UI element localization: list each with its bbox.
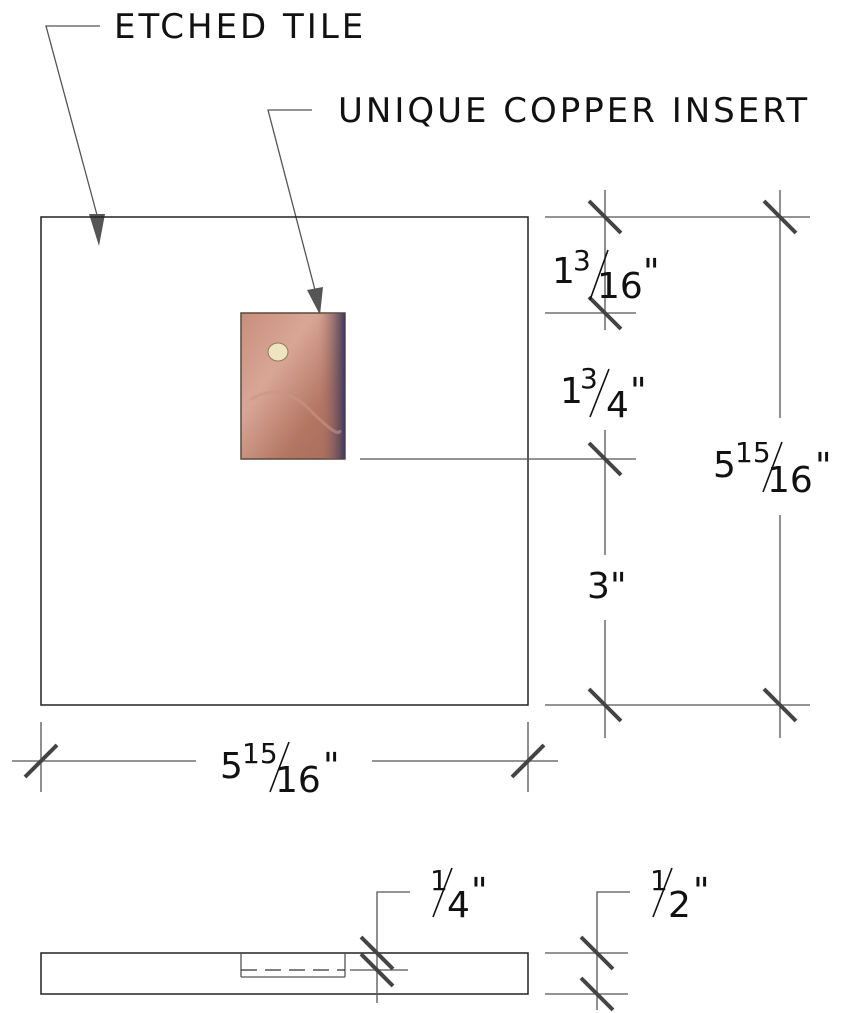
tile-thickness-dimension: 1 2 " [545,864,710,1012]
insert-height-unit: " [630,371,647,412]
tile-height-unit: " [815,446,832,487]
tile-height-whole: 5 [713,445,736,486]
bottom-offset-unit: " [610,566,627,607]
insert-height-whole: 1 [560,371,583,412]
tile-side-outline [40,952,529,995]
tick-bottom [587,687,623,723]
thickness-tick-bottom [579,976,615,1012]
copper-insert-leader [267,109,316,291]
top-offset-unit: " [643,252,660,293]
tile-width-numerator: 15 [242,737,278,770]
copper-insert [240,312,346,460]
tile-width-denominator: 16 [275,760,321,801]
tile-width-unit: " [323,746,340,787]
overall-height-tick-top [762,199,798,235]
overall-height-dimension: 5 15 16 " [713,190,832,738]
copper-insert-texture [249,390,342,434]
copper-insert-arrowhead [307,287,323,315]
etched-tile-callout: ETCHED TILE [45,7,366,246]
width-tick-left [23,743,59,779]
tick-insert-top [587,295,623,331]
insert-depth-leader [376,891,410,1003]
dimension-bottom-offset: 3 " [587,566,627,607]
insert-depth-unit: " [471,871,488,912]
top-offset-whole: 1 [552,251,575,292]
copper-insert-stone [267,342,289,362]
thickness-tick-top [579,935,615,971]
copper-insert-callout: UNIQUE COPPER INSERT [267,91,810,315]
thickness-slash [652,867,673,918]
bottom-offset-whole: 3 [587,566,610,607]
tile-width-whole: 5 [220,746,243,787]
tile-height-numerator: 15 [735,436,771,469]
insert-depth-denominator: 4 [447,885,470,926]
thickness-numerator: 1 [650,864,668,897]
overall-height-tick-bottom [762,687,798,723]
vertical-dimension-chain [360,190,810,738]
tick-insert-bottom [587,441,623,477]
tick-top [587,199,623,235]
etched-tile-label: ETCHED TILE [114,7,366,47]
top-offset-numerator: 3 [573,244,591,277]
tile-width-slash [269,741,290,793]
dimension-insert-height: 1 3 4 " [560,362,647,426]
etched-tile-arrowhead [89,214,105,246]
insert-depth-tick-top [359,935,395,971]
insert-depth-numerator: 1 [430,864,448,897]
tile-side-view [40,952,529,995]
thickness-unit: " [693,871,710,912]
insert-depth-tick-bottom [359,952,395,988]
insert-height-numerator: 3 [580,362,598,395]
overall-width-dimension: 5 15 16 " [12,722,558,801]
tile-plan-outline [40,216,529,706]
insert-height-slash [589,368,610,418]
tile-height-slash [762,441,783,493]
insert-height-denominator: 4 [606,385,629,426]
thickness-leader [596,891,630,1010]
top-offset-denominator: 16 [597,266,643,307]
copper-insert-shadow-edge [318,313,345,459]
top-offset-slash [589,249,609,301]
tile-height-denominator: 16 [767,460,813,501]
etched-tile-leader [45,25,100,216]
thickness-denominator: 2 [668,885,691,926]
insert-depth-dimension: 1 4 " [350,864,488,1003]
insert-depth-slash [432,867,453,918]
width-tick-right [510,743,546,779]
copper-insert-label: UNIQUE COPPER INSERT [338,91,810,131]
dimension-top-offset: 1 3 16 " [552,244,660,307]
